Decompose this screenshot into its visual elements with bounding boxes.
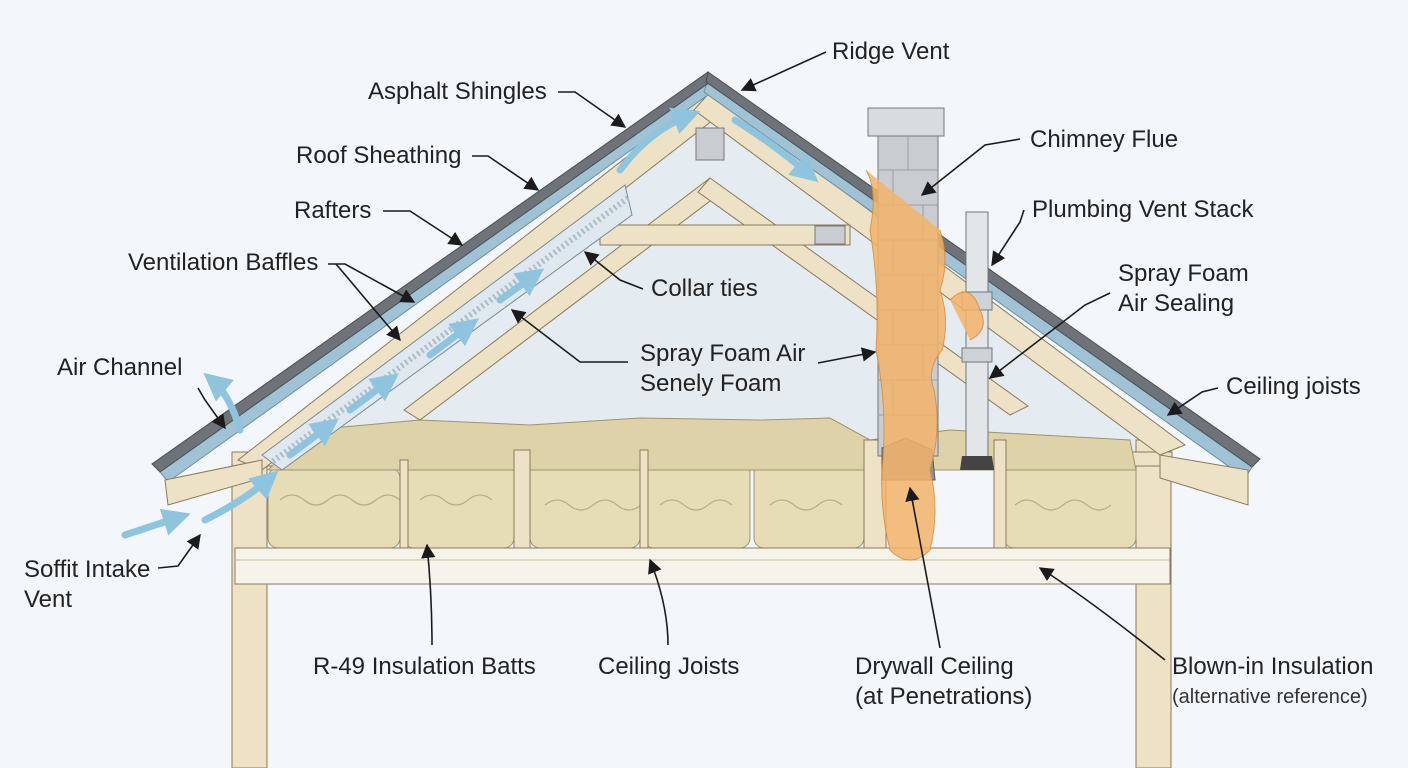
insulation-batt bbox=[643, 457, 751, 549]
ventilation-baffle bbox=[261, 184, 633, 471]
plumbing-vent-stack bbox=[949, 211, 994, 470]
label-collar-ties: Collar ties bbox=[651, 275, 758, 302]
label-spray-foam-air-sealing: Spray Foam Air Sealing bbox=[1118, 259, 1249, 319]
label-line: Air Sealing bbox=[1118, 290, 1235, 317]
label-line: Soffit Intake bbox=[24, 556, 151, 583]
label-line: Senely Foam bbox=[640, 370, 782, 397]
label-plumbing-vent-stack: Plumbing Vent Stack bbox=[1032, 196, 1254, 223]
drywall-ceiling bbox=[234, 547, 1171, 585]
right-wall-post bbox=[1135, 439, 1172, 768]
label-roof-sheathing: Roof Sheathing bbox=[296, 142, 462, 169]
insulation-batt bbox=[1003, 459, 1137, 549]
insulation-batt bbox=[753, 457, 865, 549]
label-line: Spray Foam Air bbox=[640, 340, 806, 367]
collar-tie-plate bbox=[814, 225, 846, 245]
leader-lines bbox=[157, 51, 1219, 661]
label-r49-insulation-batts: R-49 Insulation Batts bbox=[313, 653, 536, 680]
label-asphalt-shingles: Asphalt Shingles bbox=[368, 78, 547, 105]
label-spray-foam-air-center: Spray Foam Air Senely Foam bbox=[640, 339, 805, 399]
label-ridge-vent: Ridge Vent bbox=[832, 38, 950, 65]
label-chimney-flue: Chimney Flue bbox=[1030, 126, 1179, 153]
label-rafters: Rafters bbox=[294, 197, 372, 224]
label-line: (at Penetrations) bbox=[855, 683, 1033, 710]
label-soffit-intake-vent: Soffit Intake Vent bbox=[24, 555, 150, 615]
label-line: (alternative reference) bbox=[1172, 686, 1368, 708]
collar-tie bbox=[599, 224, 851, 246]
label-line: Vent bbox=[24, 586, 73, 613]
insulation-texture bbox=[279, 494, 1112, 511]
label-line: Blown-in Insulation bbox=[1172, 653, 1374, 680]
right-eave bbox=[1159, 454, 1249, 506]
gusset-plate bbox=[695, 127, 725, 161]
label-drywall-ceiling: Drywall Ceiling (at Penetrations) bbox=[855, 652, 1032, 712]
label-ceiling-joists-bottom: Ceiling Joists bbox=[598, 653, 740, 680]
airflow-arrows bbox=[121, 107, 819, 539]
left-wall-post bbox=[231, 454, 268, 768]
label-line: Spray Foam bbox=[1118, 260, 1249, 287]
insulation-batt bbox=[267, 467, 401, 549]
label-ventilation-baffles: Ventilation Baffles bbox=[128, 249, 319, 276]
label-line: Drywall Ceiling bbox=[855, 653, 1014, 680]
label-blown-in-insulation: Blown-in Insulation (alternative referen… bbox=[1172, 652, 1373, 712]
spray-foam-chimney bbox=[865, 169, 946, 561]
label-air-channel: Air Channel bbox=[57, 354, 183, 381]
label-ceiling-joists-right: Ceiling joists bbox=[1226, 373, 1361, 400]
